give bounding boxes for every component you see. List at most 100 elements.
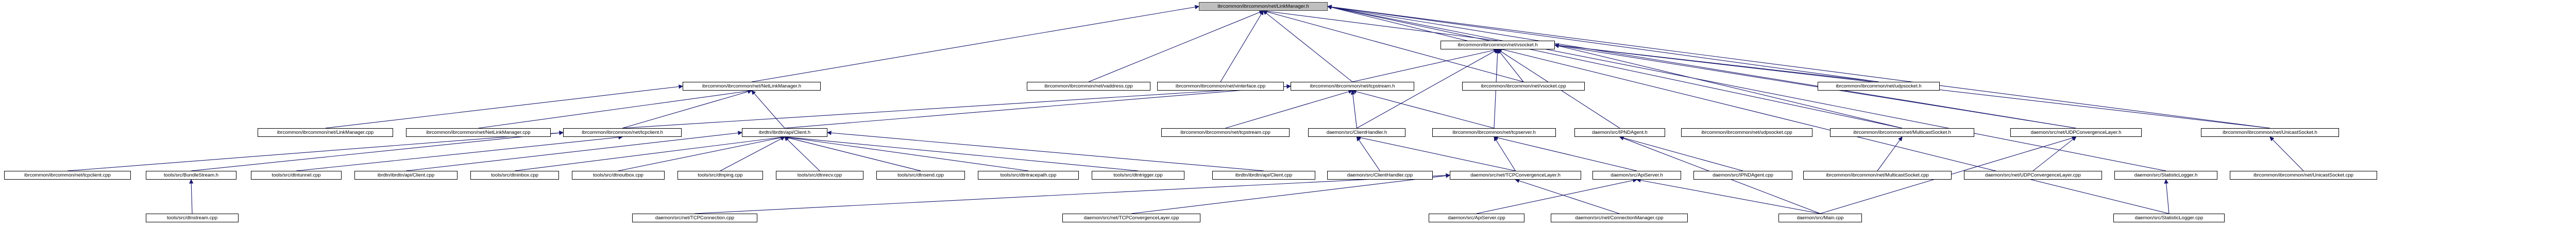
graph-node[interactable]: tools/src/dtnrecv.cpp: [776, 171, 863, 180]
graph-edge: [1220, 10, 1264, 82]
graph-node[interactable]: ibrdtn/ibrdtn/api/Client.h: [742, 128, 827, 137]
graph-node[interactable]: tools/src/BundleStream.h: [146, 171, 236, 180]
graph-node-label: ibrcommon/ibrcommon/net/MulticastSocket.…: [1853, 129, 1951, 135]
graph-node-label: tools/src/dtntracepath.cpp: [1000, 172, 1057, 178]
graph-node[interactable]: daemon/src/Main.cpp: [1778, 214, 1862, 222]
graph-node[interactable]: daemon/src/IPNDAgent.cpp: [1693, 171, 1792, 180]
graph-node[interactable]: tools/src/dtntrigger.cpp: [1092, 171, 1184, 180]
graph-edge: [784, 136, 1029, 171]
graph-edge: [784, 85, 1291, 129]
graph-node-root[interactable]: ibrcommon/ibrcommon/net/LinkManager.h: [1199, 2, 1328, 11]
graph-node[interactable]: ibrcommon/ibrcommon/net/UnicastSocket.h: [2201, 128, 2339, 137]
graph-edge: [1327, 6, 2076, 129]
graph-edge: [478, 90, 752, 129]
graph-node-label: ibrcommon/ibrcommon/net/UnicastSocket.cp…: [2253, 172, 2353, 178]
graph-node[interactable]: tools/src/dtnoutbox.cpp: [572, 171, 665, 180]
graph-node-label: ibrdtn/ibrdtn/api/Client.cpp: [377, 172, 435, 178]
graph-edge: [1554, 44, 2076, 129]
graph-node[interactable]: ibrdtn/ibrdtn/api/Client.cpp: [354, 171, 457, 180]
graph-edge-arrowhead: [1350, 90, 1355, 95]
graph-node[interactable]: ibrcommon/ibrcommon/net/vinterface.cpp: [1157, 82, 1284, 91]
graph-edge: [618, 136, 785, 171]
graph-edge: [720, 136, 785, 171]
graph-node[interactable]: tools/src/dtntracepath.cpp: [978, 171, 1079, 180]
graph-edge: [1636, 179, 1821, 214]
graph-node-label: tools/src/dtnrecv.cpp: [797, 172, 842, 178]
graph-edge: [514, 136, 785, 171]
graph-node[interactable]: ibrcommon/ibrcommon/net/MulticastSocket.…: [1803, 171, 1952, 180]
graph-edge-arrowhead: [2269, 136, 2275, 142]
graph-node-label: daemon/src/ClientHandler.cpp: [1347, 172, 1413, 178]
graph-edge-arrowhead: [1493, 49, 1498, 54]
graph-node[interactable]: daemon/src/net/UDPConvergenceLayer.h: [2010, 128, 2142, 137]
graph-node[interactable]: ibrcommon/ibrcommon/net/NetLinkManager.c…: [406, 128, 551, 137]
graph-node-label: tools/src/dtntrigger.cpp: [1113, 172, 1163, 178]
graph-node-label: ibrcommon/ibrcommon/net/vsocket.cpp: [1481, 83, 1566, 89]
graph-edge: [1515, 179, 1620, 214]
graph-node-label: tools/src/BundleStream.h: [163, 172, 219, 178]
graph-node[interactable]: ibrcommon/ibrcommon/net/LinkManager.cpp: [258, 128, 393, 137]
graph-edge: [1497, 49, 1524, 82]
graph-node[interactable]: daemon/src/ClientHandler.h: [1308, 128, 1405, 137]
graph-edge: [1327, 6, 2270, 129]
graph-node-label: daemon/src/IPNDAgent.cpp: [1713, 172, 1773, 178]
graph-node[interactable]: ibrcommon/ibrcommon/net/MulticastSocket.…: [1830, 128, 1974, 137]
graph-node[interactable]: ibrcommon/ibrcommon/net/udpsocket.cpp: [1681, 128, 1812, 137]
graph-edge: [1327, 6, 1879, 82]
graph-node[interactable]: tools/src/dtntunnel.cpp: [251, 171, 342, 180]
graph-node-label: daemon/src/ApiServer.h: [1611, 172, 1663, 178]
graph-node[interactable]: daemon/src/net/UDPConvergenceLayer.cpp: [1964, 171, 2102, 180]
graph-node-label: tools/src/dtnping.cpp: [698, 172, 743, 178]
graph-node-label: ibrcommon/ibrcommon/net/tcpclient.h: [582, 129, 663, 135]
graph-node-label: daemon/src/net/TCPConvergenceLayer.cpp: [1083, 215, 1179, 221]
graph-edge: [1357, 136, 1516, 171]
graph-node[interactable]: ibrcommon/ibrcommon/net/tcpserver.h: [1432, 128, 1556, 137]
graph-node[interactable]: ibrcommon/ibrcommon/net/tcpclient.cpp: [4, 171, 131, 180]
graph-node[interactable]: daemon/src/StatisticLogger.h: [2114, 171, 2217, 180]
graph-node[interactable]: ibrcommon/ibrcommon/net/NetLinkManager.h: [683, 82, 821, 91]
graph-node-label: ibrcommon/ibrcommon/net/udpsocket.h: [1836, 83, 1922, 89]
graph-node[interactable]: daemon/src/ClientHandler.cpp: [1327, 171, 1433, 180]
graph-edge: [1357, 136, 1380, 171]
graph-node[interactable]: daemon/src/net/TCPConnection.cpp: [632, 214, 757, 222]
graph-node[interactable]: ibrcommon/ibrcommon/net/udpsocket.h: [1818, 82, 1940, 91]
graph-node-label: daemon/src/net/ConnectionManager.cpp: [1575, 215, 1664, 221]
graph-node[interactable]: tools/src/dtninbox.cpp: [470, 171, 559, 180]
graph-node[interactable]: tools/src/dtnping.cpp: [677, 171, 763, 180]
graph-node-label: ibrcommon/ibrcommon/net/LinkManager.cpp: [277, 129, 374, 135]
graph-node-label: ibrdtn/ibrdtn/api/Client.h: [758, 129, 811, 135]
graph-edge: [1554, 44, 1903, 129]
graph-edge: [784, 136, 820, 171]
graph-node[interactable]: ibrcommon/ibrcommon/net/UnicastSocket.cp…: [2230, 171, 2377, 180]
graph-node[interactable]: daemon/src/net/ConnectionManager.cpp: [1551, 214, 1688, 222]
graph-node[interactable]: tools/src/dtnsend.cpp: [876, 171, 965, 180]
graph-node[interactable]: ibrdtn/ibrdtn/api/Client.cpp: [1212, 171, 1315, 180]
graph-node-label: ibrcommon/ibrcommon/net/LinkManager.h: [1217, 3, 1309, 9]
graph-node[interactable]: ibrcommon/ibrcommon/net/tcpclient.h: [563, 128, 682, 137]
graph-node[interactable]: daemon/src/net/TCPConvergenceLayer.cpp: [1062, 214, 1200, 222]
graph-node-label: daemon/src/ApiServer.cpp: [1448, 215, 1505, 221]
graph-node[interactable]: ibrcommon/ibrcommon/net/vsocket.cpp: [1462, 82, 1585, 91]
graph-node[interactable]: daemon/src/StatisticLogger.cpp: [2113, 214, 2225, 222]
graph-node[interactable]: daemon/src/ApiServer.cpp: [1429, 214, 1524, 222]
graph-node[interactable]: ibrcommon/ibrcommon/net/vsocket.h: [1440, 41, 1555, 49]
graph-node[interactable]: ibrcommon/ibrcommon/net/tcpstream.h: [1291, 82, 1414, 91]
graph-node[interactable]: daemon/src/IPNDAgent.h: [1574, 128, 1665, 137]
graph-node[interactable]: ibrcommon/ibrcommon/net/tcpstream.cpp: [1161, 128, 1290, 137]
graph-edge: [1494, 136, 1637, 171]
graph-node-label: daemon/src/IPNDAgent.h: [1592, 129, 1648, 135]
graph-node[interactable]: ibrcommon/ibrcommon/net/vaddress.cpp: [1027, 82, 1150, 91]
graph-node-label: tools/src/dtnoutbox.cpp: [593, 172, 643, 178]
graph-node[interactable]: daemon/src/net/TCPConvergenceLayer.h: [1450, 171, 1581, 180]
graph-node-label: tools/src/dtnstream.cpp: [166, 215, 218, 221]
graph-node-label: ibrcommon/ibrcommon/net/tcpstream.cpp: [1180, 129, 1270, 135]
graph-node-label: daemon/src/Main.cpp: [1797, 215, 1844, 221]
graph-node[interactable]: daemon/src/ApiServer.h: [1592, 171, 1681, 180]
graph-edge: [2165, 179, 2170, 214]
graph-edge: [1352, 90, 1495, 129]
graph-node[interactable]: tools/src/dtnstream.cpp: [146, 214, 239, 222]
graph-edge: [622, 90, 752, 129]
graph-edge-arrowhead: [738, 131, 743, 135]
